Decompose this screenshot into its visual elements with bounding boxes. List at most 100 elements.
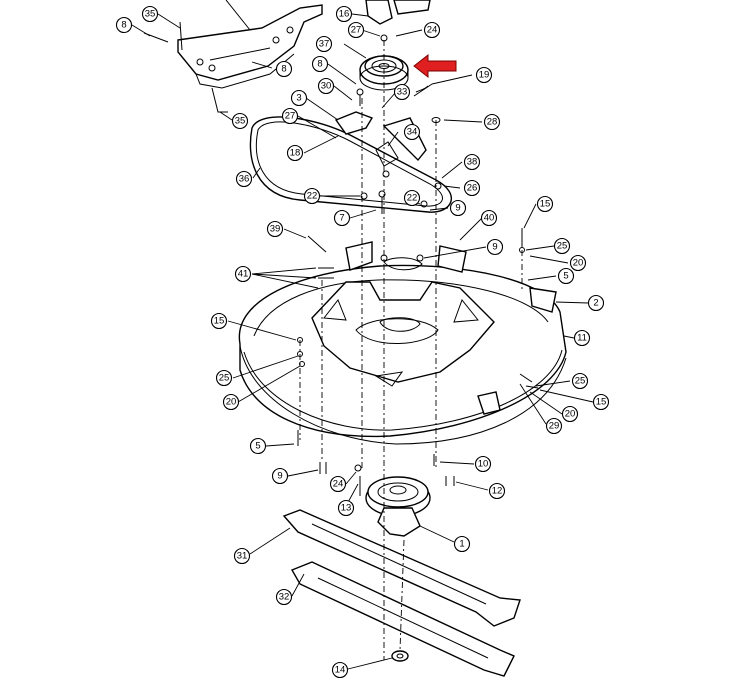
- callout-20a: 20: [569, 254, 587, 272]
- svg-text:3: 3: [296, 93, 301, 104]
- callout-15c: 15: [592, 393, 610, 411]
- svg-text:8: 8: [281, 64, 286, 75]
- callout-35a: 35: [141, 5, 159, 23]
- svg-text:14: 14: [335, 665, 346, 676]
- top-bracket-16: [365, 0, 431, 25]
- callout-24a: 24: [423, 21, 441, 39]
- mower-blade-32: [290, 561, 515, 677]
- svg-text:20: 20: [565, 409, 576, 420]
- callout-33: 33: [393, 83, 411, 101]
- callout-8c: 8: [311, 55, 329, 73]
- svg-text:9: 9: [277, 471, 282, 482]
- callout-36: 36: [235, 170, 253, 188]
- callout-15b: 15: [210, 312, 228, 330]
- svg-text:8: 8: [121, 20, 126, 31]
- svg-text:9: 9: [492, 242, 497, 253]
- svg-text:33: 33: [397, 87, 408, 98]
- svg-text:16: 16: [339, 9, 350, 20]
- callout-9a: 9: [449, 199, 467, 217]
- svg-text:36: 36: [239, 174, 250, 185]
- callout-20c: 20: [561, 405, 579, 423]
- callout-9c: 9: [271, 467, 289, 485]
- callout-25c: 25: [571, 372, 589, 390]
- callout-9b: 9: [486, 238, 504, 256]
- svg-text:25: 25: [219, 373, 230, 384]
- callout-31: 31: [233, 547, 251, 565]
- deck-hanger-bracket: [143, 0, 323, 113]
- svg-text:8: 8: [317, 59, 322, 70]
- callout-28: 28: [483, 113, 501, 131]
- svg-text:38: 38: [467, 157, 478, 168]
- svg-text:5: 5: [563, 271, 568, 282]
- svg-text:29: 29: [549, 421, 560, 432]
- callout-25a: 25: [553, 237, 571, 255]
- callout-11: 11: [573, 329, 591, 347]
- mower-blade-31: [282, 509, 521, 627]
- callout-12: 12: [488, 482, 506, 500]
- svg-text:20: 20: [573, 258, 584, 269]
- callout-40: 40: [480, 209, 498, 227]
- svg-text:20: 20: [226, 397, 237, 408]
- callout-22a: 22: [303, 187, 321, 205]
- highlight-arrow: [413, 53, 457, 79]
- svg-text:12: 12: [492, 486, 503, 497]
- svg-text:15: 15: [540, 199, 551, 210]
- svg-text:22: 22: [307, 191, 318, 202]
- callout-29: 29: [545, 417, 563, 435]
- svg-text:27: 27: [351, 25, 362, 36]
- svg-text:15: 15: [596, 397, 607, 408]
- callout-27a: 27: [347, 21, 365, 39]
- callout-2: 2: [587, 294, 605, 312]
- svg-text:2: 2: [593, 298, 598, 309]
- callout-39: 39: [266, 220, 284, 238]
- assembly-center-lines: [299, 40, 523, 660]
- svg-text:34: 34: [407, 127, 418, 138]
- callout-41: 41: [234, 265, 252, 283]
- svg-text:9: 9: [455, 203, 460, 214]
- mower-deck-housing: [238, 241, 567, 445]
- callout-13: 13: [337, 499, 355, 517]
- callout-24b: 24: [329, 475, 347, 493]
- idler-arm: [334, 83, 433, 167]
- callout-34: 34: [403, 123, 421, 141]
- svg-text:13: 13: [341, 503, 352, 514]
- svg-text:26: 26: [467, 183, 478, 194]
- svg-text:35: 35: [235, 116, 246, 127]
- svg-text:27: 27: [285, 111, 296, 122]
- blade-bolt-14: [391, 650, 409, 662]
- svg-text:40: 40: [484, 213, 495, 224]
- callout-15a: 15: [536, 195, 554, 213]
- svg-text:5: 5: [255, 441, 260, 452]
- callout-5b: 5: [249, 437, 267, 455]
- callout-25b: 25: [215, 369, 233, 387]
- svg-text:39: 39: [270, 224, 281, 235]
- svg-text:15: 15: [214, 316, 225, 327]
- svg-text:25: 25: [575, 376, 586, 387]
- callout-26: 26: [463, 179, 481, 197]
- callout-8a: 8: [115, 16, 133, 34]
- callout-32: 32: [275, 588, 293, 606]
- svg-text:32: 32: [279, 592, 290, 603]
- callout-7: 7: [333, 209, 351, 227]
- callout-10: 10: [474, 455, 492, 473]
- svg-text:24: 24: [427, 25, 438, 36]
- svg-text:31: 31: [237, 551, 248, 562]
- blade-spindle-pulley: [365, 476, 431, 537]
- callout-35b: 35: [231, 112, 249, 130]
- svg-text:35: 35: [145, 9, 156, 20]
- callout-16: 16: [335, 5, 353, 23]
- callout-8b: 8: [275, 60, 293, 78]
- svg-text:28: 28: [487, 117, 498, 128]
- callout-37: 37: [315, 35, 333, 53]
- svg-text:30: 30: [321, 81, 332, 92]
- svg-text:25: 25: [557, 241, 568, 252]
- svg-text:18: 18: [290, 148, 301, 159]
- callout-20b: 20: [222, 393, 240, 411]
- svg-text:41: 41: [238, 269, 249, 280]
- svg-text:11: 11: [577, 333, 587, 344]
- svg-text:1: 1: [459, 539, 464, 550]
- callout-27b: 27: [281, 107, 299, 125]
- callout-38: 38: [463, 153, 481, 171]
- svg-text:7: 7: [339, 213, 344, 224]
